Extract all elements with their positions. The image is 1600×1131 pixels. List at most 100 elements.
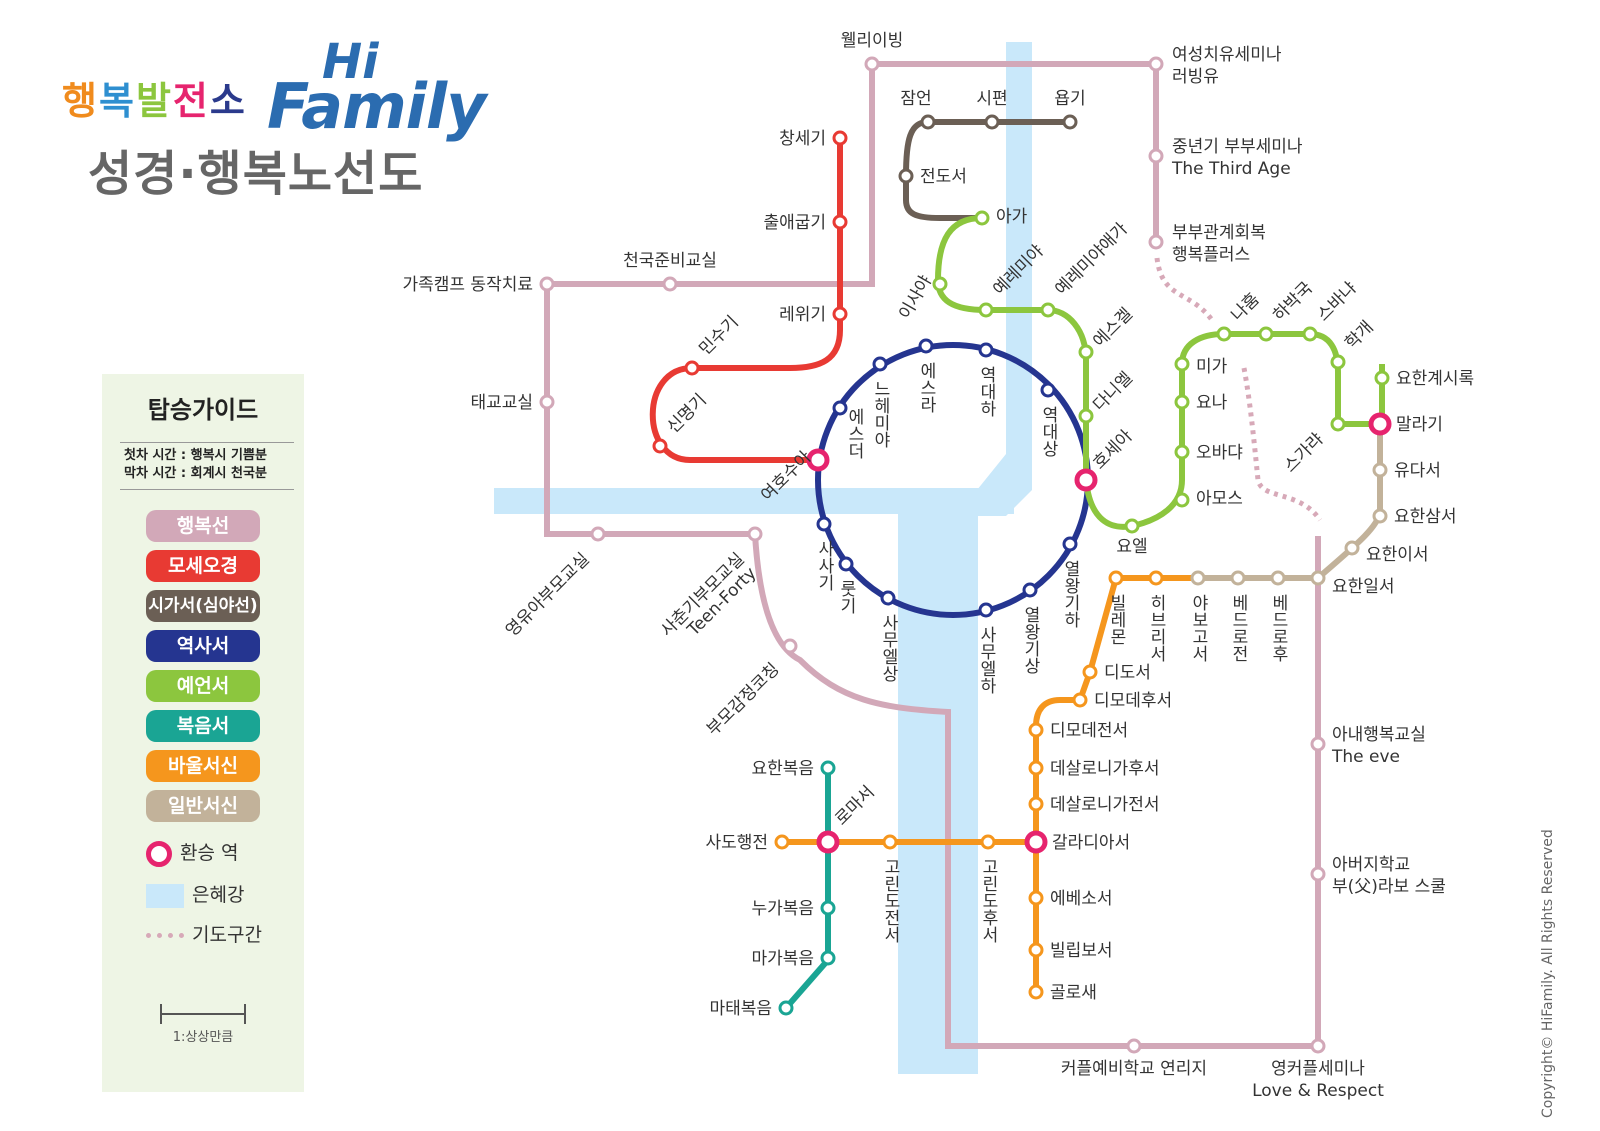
station-joel[interactable] xyxy=(1124,518,1140,534)
station-couple1[interactable] xyxy=(1148,234,1164,250)
station-label-thess1: 데살로니가전서 xyxy=(1050,795,1159,815)
station-philemon[interactable] xyxy=(1108,570,1124,586)
station-acts[interactable] xyxy=(774,834,790,850)
station-label-exodus: 출애굽기 xyxy=(763,213,826,233)
station-john[interactable] xyxy=(820,760,836,776)
station-nehemiah[interactable] xyxy=(872,356,888,372)
station-sam1[interactable] xyxy=(880,590,896,606)
station-micah[interactable] xyxy=(1174,356,1190,372)
transfer-station-romans[interactable] xyxy=(816,830,840,854)
station-kings2[interactable] xyxy=(1062,536,1078,552)
station-wife1[interactable] xyxy=(1310,736,1326,752)
station-genesis[interactable] xyxy=(832,130,848,146)
first-train-time: 첫차 시간 : 행복시 기쁨분 xyxy=(124,448,267,463)
station-eccl[interactable] xyxy=(898,168,914,184)
legend-prayer: 기도구간 xyxy=(146,920,262,947)
station-chron2[interactable] xyxy=(978,342,994,358)
station-nahum[interactable] xyxy=(1216,326,1232,342)
station-emotion[interactable] xyxy=(782,638,798,654)
station-titus[interactable] xyxy=(1082,664,1098,680)
station-well[interactable] xyxy=(864,56,880,72)
station-label-well: 웰리이빙 xyxy=(841,31,904,51)
station-label-kings2: 열왕기하 xyxy=(1060,560,1080,628)
station-revelation[interactable] xyxy=(1374,370,1390,386)
station-label-proverbs: 잠언 xyxy=(900,89,931,109)
station-john3[interactable] xyxy=(1372,508,1388,524)
station-father1[interactable] xyxy=(1310,866,1326,882)
station-tim1[interactable] xyxy=(1028,722,1044,738)
legend-line-happiness: 행복선 xyxy=(146,510,260,542)
station-label-joel: 요엘 xyxy=(1116,537,1147,557)
station-song[interactable] xyxy=(974,210,990,226)
station-young1[interactable] xyxy=(1310,1038,1326,1054)
station-heal1[interactable] xyxy=(1148,56,1164,72)
station-ephesians[interactable] xyxy=(1028,890,1044,906)
station-daniel[interactable] xyxy=(1078,408,1094,424)
station-john2[interactable] xyxy=(1344,540,1360,556)
station-colossians[interactable] xyxy=(1028,984,1044,1000)
station-chron1[interactable] xyxy=(1040,382,1056,398)
station-proverbs[interactable] xyxy=(920,114,936,130)
station-label-cor2: 고린도후서 xyxy=(978,858,998,943)
station-zephaniah[interactable] xyxy=(1302,326,1318,342)
station-ruth[interactable] xyxy=(838,556,854,572)
transfer-station-joshua[interactable] xyxy=(806,448,830,472)
station-teen1[interactable] xyxy=(747,526,763,542)
station-label-job: 욥기 xyxy=(1054,89,1085,109)
station-job[interactable] xyxy=(1062,114,1078,130)
transfer-station-malachi[interactable] xyxy=(1368,412,1392,436)
guide-title: 탑승가이드 xyxy=(147,396,259,424)
stations-ordinary xyxy=(539,56,1392,1054)
station-zechariah[interactable] xyxy=(1330,416,1346,432)
station-label-heal2: 러빙유 xyxy=(1172,67,1219,87)
transfer-station-galatians[interactable] xyxy=(1024,830,1048,854)
station-premarital[interactable] xyxy=(1126,1038,1142,1054)
station-jonah[interactable] xyxy=(1174,394,1190,410)
station-luke[interactable] xyxy=(820,900,836,916)
station-label-micah: 미가 xyxy=(1196,357,1228,377)
station-amos[interactable] xyxy=(1174,492,1190,508)
station-prenatal[interactable] xyxy=(539,394,555,410)
station-james[interactable] xyxy=(1190,570,1206,586)
station-obadiah[interactable] xyxy=(1174,444,1190,460)
station-cor2[interactable] xyxy=(980,834,996,850)
station-thess1[interactable] xyxy=(1028,796,1044,812)
station-infant[interactable] xyxy=(590,526,606,542)
station-ezekiel[interactable] xyxy=(1078,344,1094,360)
station-cor1[interactable] xyxy=(882,834,898,850)
station-sam2[interactable] xyxy=(978,602,994,618)
station-judges[interactable] xyxy=(816,516,832,532)
station-heaven[interactable] xyxy=(662,276,678,292)
slogan-char: 행 xyxy=(62,79,99,123)
transfer-station-hosea[interactable] xyxy=(1074,468,1098,492)
station-philippians[interactable] xyxy=(1028,942,1044,958)
station-label-john3: 요한삼서 xyxy=(1394,507,1457,527)
station-psalms[interactable] xyxy=(984,114,1000,130)
station-camp[interactable] xyxy=(539,276,555,292)
station-mark[interactable] xyxy=(820,950,836,966)
station-peter1[interactable] xyxy=(1230,570,1246,586)
station-label-infant: 영유아부모교실 xyxy=(502,549,594,641)
station-label-ezra: 에스라 xyxy=(916,362,936,413)
station-label-galatians: 갈라디아서 xyxy=(1052,833,1130,853)
station-deut[interactable] xyxy=(652,438,668,454)
station-numbers[interactable] xyxy=(684,360,700,376)
station-exodus[interactable] xyxy=(832,214,848,230)
station-peter2[interactable] xyxy=(1270,570,1286,586)
station-jeremiah[interactable] xyxy=(978,302,994,318)
station-tim2[interactable] xyxy=(1072,692,1088,708)
station-habakkuk[interactable] xyxy=(1258,326,1274,342)
station-isaiah[interactable] xyxy=(932,276,948,292)
station-kings1[interactable] xyxy=(1022,582,1038,598)
station-jude[interactable] xyxy=(1372,462,1388,478)
station-john1[interactable] xyxy=(1310,570,1326,586)
station-mid1[interactable] xyxy=(1148,148,1164,164)
station-thess2[interactable] xyxy=(1028,760,1044,776)
station-haggai[interactable] xyxy=(1330,354,1346,370)
station-leviticus[interactable] xyxy=(832,306,848,322)
station-lament[interactable] xyxy=(1040,302,1056,318)
station-esther[interactable] xyxy=(832,400,848,416)
station-ezra[interactable] xyxy=(918,338,934,354)
station-hebrews[interactable] xyxy=(1148,570,1164,586)
station-matthew[interactable] xyxy=(778,1000,794,1016)
